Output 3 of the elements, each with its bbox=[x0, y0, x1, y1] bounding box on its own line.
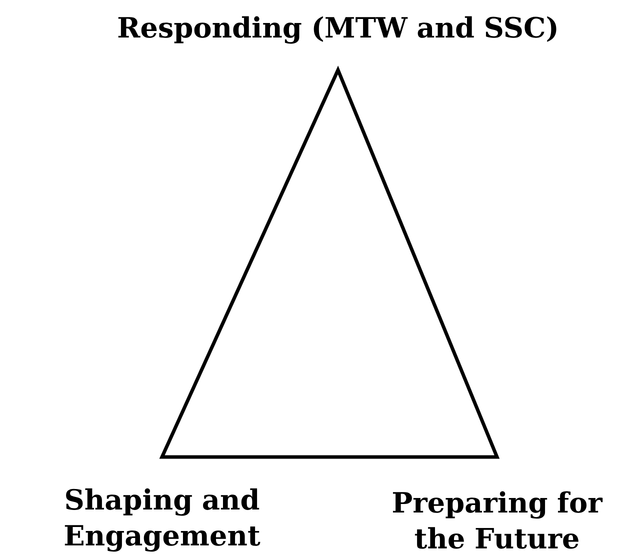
vertex-label: Shaping and Engagement bbox=[64, 488, 260, 552]
vertex-label: Preparing for the Future bbox=[392, 491, 603, 549]
vertex-label: Responding (MTW and SSC) bbox=[118, 16, 556, 44]
